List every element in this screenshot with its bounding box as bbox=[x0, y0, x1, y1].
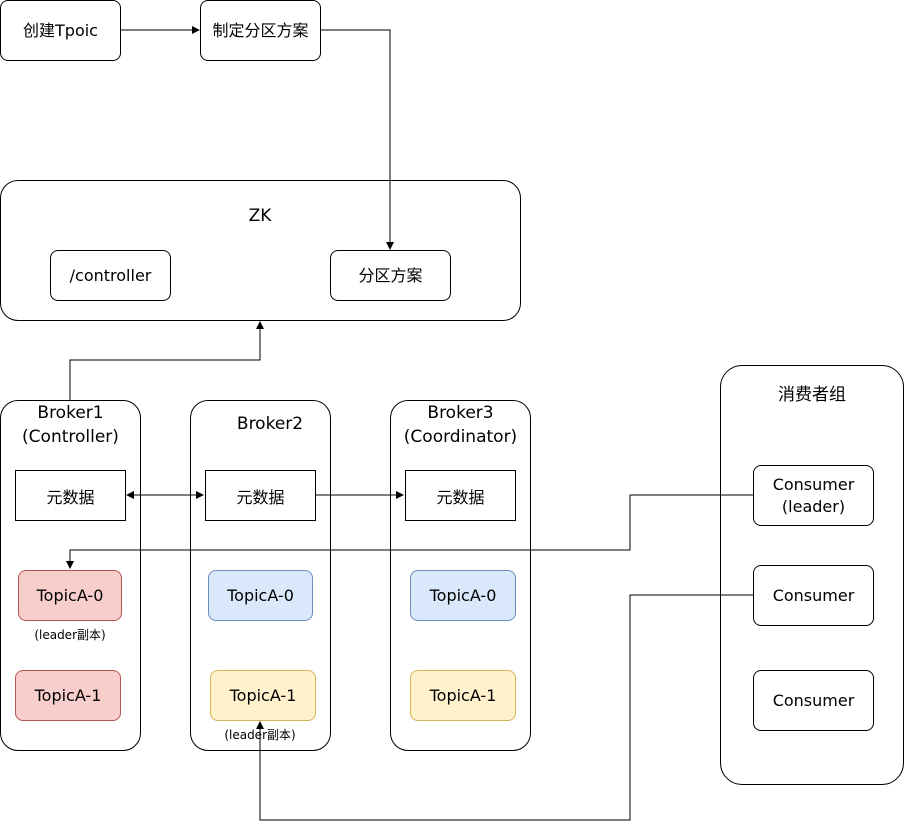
consumer-leader-line1: Consumer bbox=[772, 474, 855, 494]
broker3-title-line2: (Coordinator) bbox=[403, 427, 518, 447]
broker1-title-line2: (Controller) bbox=[22, 427, 119, 447]
broker3-topic1: TopicA-1 bbox=[410, 670, 516, 721]
broker3-topic0: TopicA-0 bbox=[410, 570, 516, 621]
broker2-topic1-label: TopicA-1 bbox=[229, 685, 297, 705]
consumer-2-label: Consumer bbox=[772, 585, 855, 605]
broker1-topic0: TopicA-0 bbox=[18, 570, 122, 621]
zk-controller-label: /controller bbox=[69, 265, 152, 285]
broker1-title: Broker1 (Controller) bbox=[0, 401, 141, 449]
broker2-topic1: TopicA-1 bbox=[210, 670, 316, 721]
broker2-metadata-label: 元数据 bbox=[236, 487, 285, 507]
zk-title: ZK bbox=[248, 206, 272, 226]
broker2-metadata: 元数据 bbox=[205, 470, 316, 521]
broker2-topic0-label: TopicA-0 bbox=[227, 585, 294, 605]
consumer-group-title: 消费者组 bbox=[778, 385, 846, 405]
create-topic-label: 创建Tpoic bbox=[23, 20, 98, 40]
broker3-topic1-label: TopicA-1 bbox=[429, 685, 497, 705]
broker1-metadata-label: 元数据 bbox=[46, 487, 95, 507]
create-topic-node: 创建Tpoic bbox=[0, 0, 121, 61]
broker1-topic0-label: TopicA-0 bbox=[36, 585, 104, 605]
zk-partition-plan-node: 分区方案 bbox=[330, 250, 451, 301]
broker1-topic0-note: (leader副本) bbox=[34, 628, 106, 642]
broker1-metadata: 元数据 bbox=[15, 470, 126, 521]
broker3-metadata-label: 元数据 bbox=[436, 487, 485, 507]
zk-partition-plan-label: 分区方案 bbox=[358, 265, 423, 285]
broker3-topic0-label: TopicA-0 bbox=[429, 585, 497, 605]
consumer-leader-line2: (leader) bbox=[781, 496, 846, 516]
consumer-node-3: Consumer bbox=[753, 670, 874, 731]
zk-controller-node: /controller bbox=[50, 250, 171, 301]
broker1-title-line1: Broker1 bbox=[37, 403, 104, 423]
broker3-title-line1: Broker3 bbox=[427, 403, 494, 423]
consumer-leader-node: Consumer (leader) bbox=[753, 465, 874, 526]
consumer-3-label: Consumer bbox=[772, 690, 855, 710]
make-partition-plan-node: 制定分区方案 bbox=[200, 0, 321, 61]
edge-broker1-to-zk bbox=[69, 321, 264, 400]
broker2-topic0: TopicA-0 bbox=[208, 570, 313, 621]
consumer-node-2: Consumer bbox=[753, 565, 874, 626]
broker2-topic1-note: (leader副本) bbox=[224, 728, 296, 742]
make-partition-plan-label: 制定分区方案 bbox=[212, 20, 309, 40]
broker1-topic1-label: TopicA-1 bbox=[34, 685, 102, 705]
broker2-title: Broker2 bbox=[236, 414, 304, 434]
broker1-topic1: TopicA-1 bbox=[15, 670, 121, 721]
broker3-metadata: 元数据 bbox=[405, 470, 516, 521]
broker3-title: Broker3 (Coordinator) bbox=[390, 401, 531, 449]
